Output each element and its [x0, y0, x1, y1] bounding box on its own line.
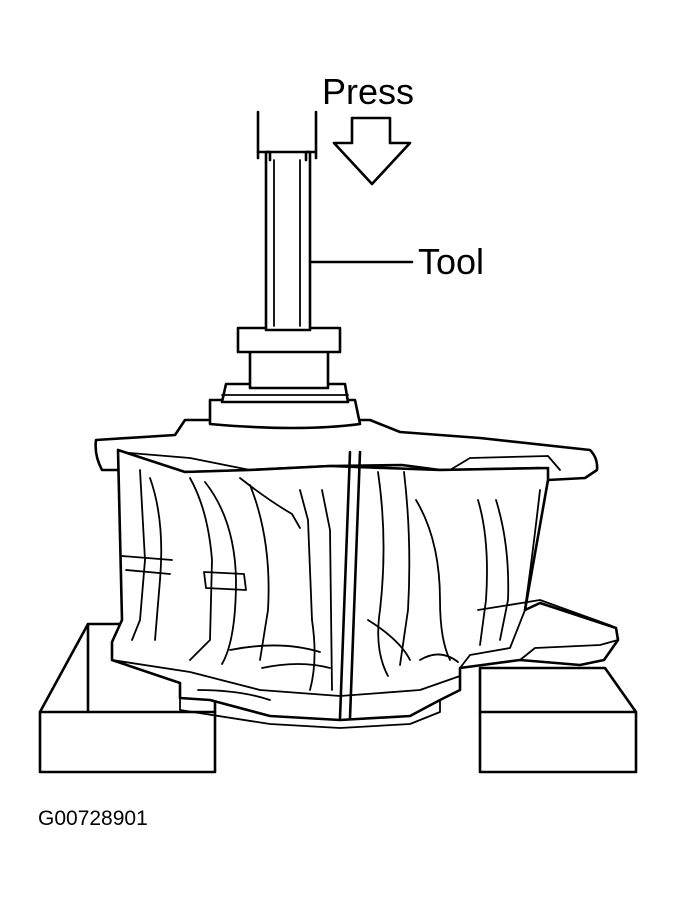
- right-support-block: [478, 666, 638, 774]
- housing: [94, 418, 620, 729]
- tool-label: Tool: [418, 241, 485, 282]
- arrow-down-icon: [332, 116, 412, 186]
- figure-id: G00728901: [38, 807, 148, 830]
- press-ram: [256, 110, 318, 162]
- tool-shaft: [264, 150, 312, 332]
- press-label: Press: [322, 71, 415, 112]
- tool-adapter: [236, 326, 342, 390]
- bearing-collar: [208, 382, 362, 430]
